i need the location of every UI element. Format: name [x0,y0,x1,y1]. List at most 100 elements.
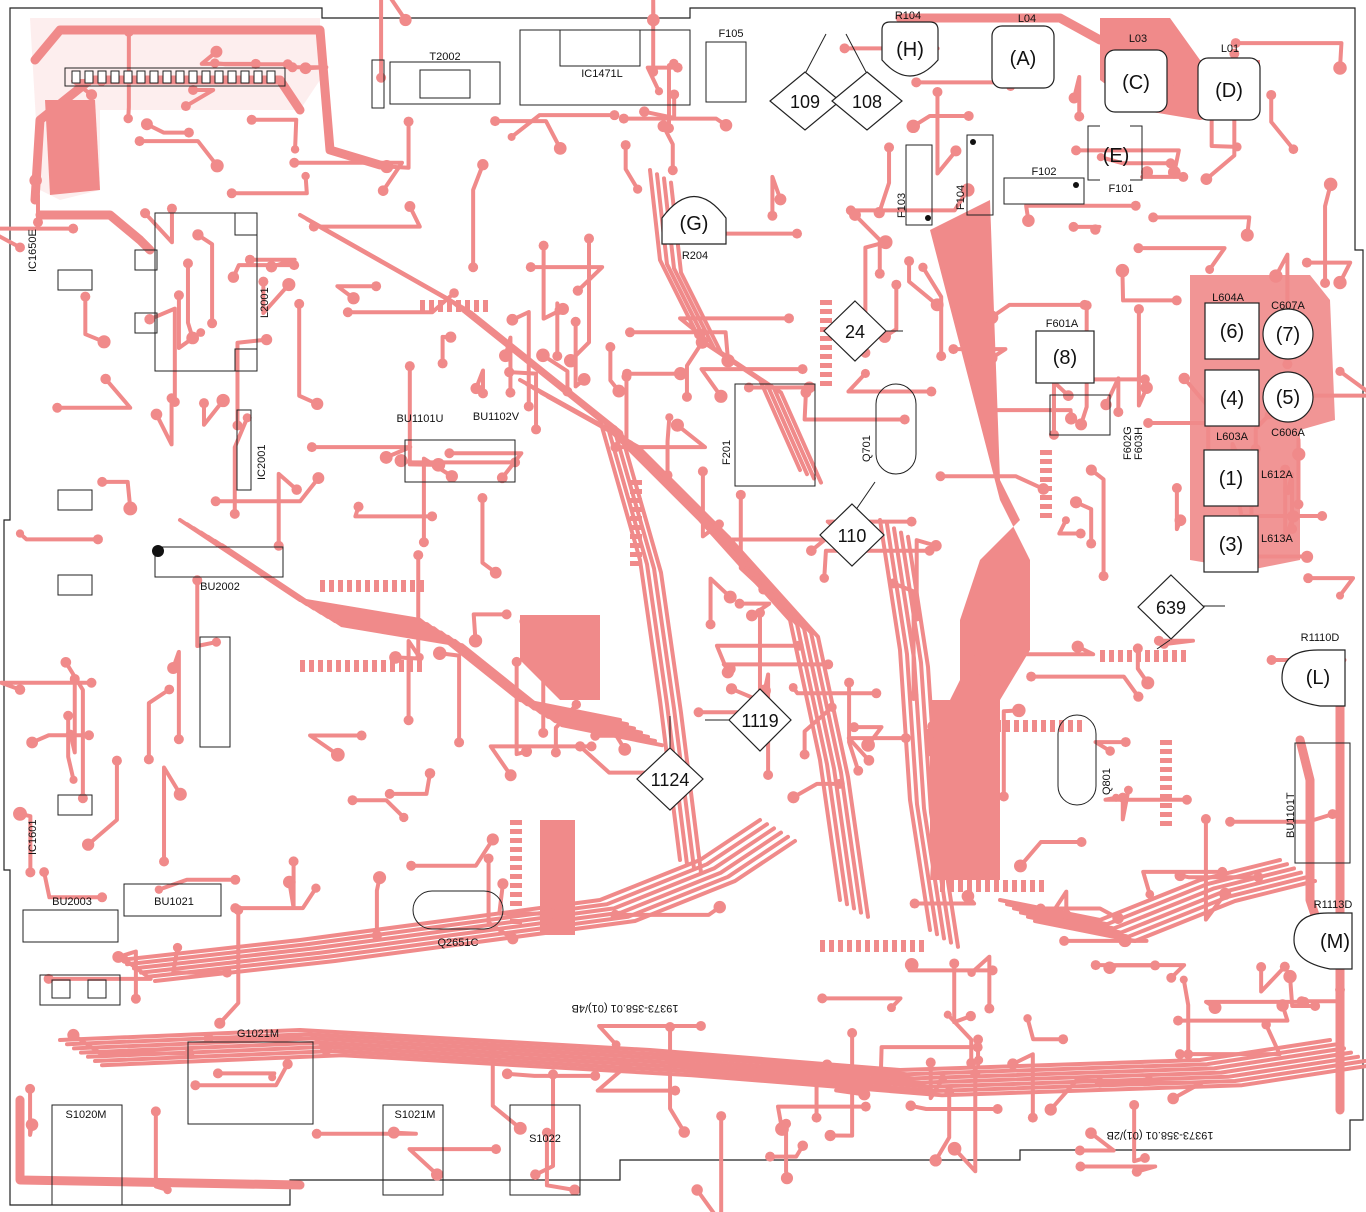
solder-pad [1173,1015,1184,1026]
ic-pad [1160,821,1172,826]
solder-pad [1140,381,1153,394]
solder-pad [1113,407,1124,418]
solder-pad [490,116,501,127]
trace [700,469,722,539]
solder-pad [347,292,360,305]
trace [139,830,783,975]
solder-pad [384,788,395,799]
trace [1098,155,1173,166]
trace [510,310,531,409]
solder-pad [563,353,578,368]
solder-pad [1120,737,1131,748]
solder-pad [229,508,240,519]
solder-pad [507,933,519,945]
solder-pad [1174,514,1187,527]
component-outlines [22,29,1351,1206]
ic-pad [820,372,832,377]
ic-pad [510,865,522,870]
trace [79,1040,1353,1085]
solder-pad [496,472,508,484]
label-f102: F102 [1031,166,1056,178]
solder-pad [797,1140,809,1151]
solder-pad [871,688,882,699]
solder-pad [1179,975,1188,984]
trace [613,423,708,450]
trace [1026,874,1310,939]
solder-pad [590,730,601,741]
solder-pad [670,418,684,432]
callout-3-box [1203,515,1259,573]
ic-pad [1003,880,1008,892]
solder-pad [961,889,975,903]
trace [314,1130,418,1136]
solder-pad [1288,144,1299,155]
connector-pin [227,70,237,84]
trace [193,1062,290,1088]
solder-pad [294,298,305,309]
ic-pad [510,910,522,915]
ic-pad [401,580,406,592]
trace [231,263,297,280]
solder-pad [538,727,549,738]
trace [699,367,805,399]
solder-pad [470,382,482,395]
solder-pad [211,637,222,647]
solder-pad [714,389,728,403]
trace [213,476,321,504]
solder-pad [863,754,875,766]
solder-pad [670,1085,681,1096]
solder-pad [723,590,737,604]
solder-pad [905,1100,917,1112]
trace [892,526,946,941]
solder-pad [173,787,187,801]
solder-pad [1086,538,1097,549]
solder-pad [961,183,975,197]
test-points: 109 108 24 110 639 1119 1124 [636,33,1225,811]
ic-pad [630,543,642,548]
solder-pad [1183,1049,1194,1060]
ic-pad [1160,794,1172,799]
trace [156,877,238,892]
callout-c-box [1104,49,1168,113]
solder-pad [1074,111,1085,122]
solder-pad [418,537,429,548]
solder-pad [621,371,632,382]
trace [66,713,76,782]
solder-pad [501,1068,513,1080]
solder-pad [1253,872,1264,883]
solder-pad [1143,1075,1154,1086]
solder-pad [1117,792,1128,803]
callout-g-shape [661,195,727,245]
solder-pad [562,386,573,397]
solder-pad [721,534,732,545]
callout-m: (M) [1320,931,1350,953]
solder-pad [693,707,704,718]
callout-h: (H) [896,39,924,61]
solder-pad [283,875,296,889]
solder-pad [735,489,746,500]
solder-pad [214,1017,226,1029]
solder-pad [356,730,367,741]
solder-pad [556,302,569,315]
solder-pad [743,382,754,393]
trace [852,725,884,747]
trace [989,302,1087,320]
ic-pad [356,580,361,592]
solder-pad [811,1112,822,1123]
solder-pad [1007,1058,1019,1070]
ic-pad [429,300,434,312]
ic-pad [883,940,888,952]
trace [540,353,570,394]
solder-pad [678,1126,690,1138]
trace [384,119,411,170]
solder-pad [210,45,223,58]
solder-pad [992,1104,1003,1115]
solder-pad [1079,299,1090,310]
trace [185,261,195,340]
solder-pad [1112,912,1124,924]
solder-pad [1075,528,1086,539]
solder-pad [1279,961,1290,972]
ic-pad [438,300,443,312]
solder-pad [1148,212,1159,223]
trace [116,949,138,1001]
